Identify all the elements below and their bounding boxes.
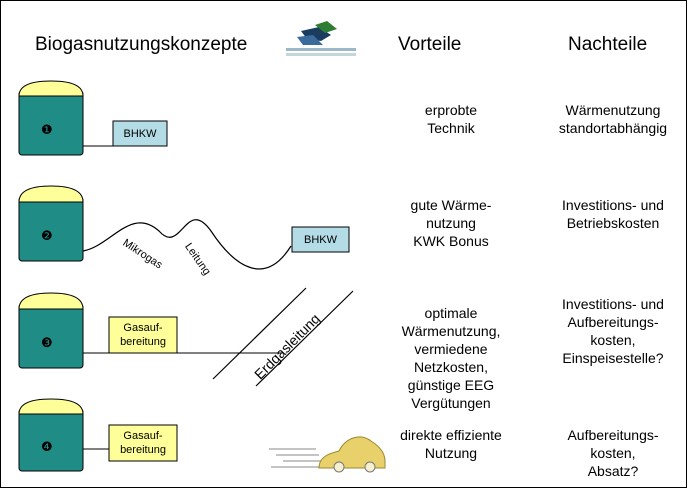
row-number-1: ❶ bbox=[41, 122, 53, 137]
tank-3 bbox=[18, 292, 84, 369]
logo-icon bbox=[286, 21, 356, 56]
erdgas-line-left bbox=[212, 287, 307, 380]
vorteile-cell-3: optimale Wärmenutzung, vermiedene Netzko… bbox=[401, 305, 501, 411]
column-header-vorteile: Vorteile bbox=[398, 34, 462, 55]
nachteile-cell-1: Wärmenutzung standortabhängig bbox=[558, 102, 668, 136]
speed-lines bbox=[269, 448, 323, 468]
gasaufbereitung-label-3: Gasauf- bereitung bbox=[120, 322, 166, 348]
tank-2 bbox=[18, 185, 84, 262]
nachteile-cell-2: Investitions- und Betriebskosten bbox=[562, 197, 664, 231]
car-icon bbox=[318, 436, 386, 473]
mikrogas-pipe bbox=[82, 219, 292, 270]
nachteile-cell-4: Aufbereitungs- kosten, Absatz? bbox=[567, 427, 659, 479]
tank-1 bbox=[18, 80, 84, 156]
erdgas-line-right bbox=[255, 290, 354, 387]
bhkw-box-2 bbox=[291, 226, 350, 253]
row-number-4: ❹ bbox=[41, 439, 53, 454]
bhkw-box-1 bbox=[112, 120, 168, 147]
vorteile-cell-1: erprobte Technik bbox=[424, 102, 478, 136]
column-header-nachteile: Nachteile bbox=[568, 34, 648, 55]
vorteile-cell-2: gute Wärme- nutzung KWK Bonus bbox=[410, 197, 492, 249]
gasaufbereitung-label-4: Gasauf- bereitung bbox=[120, 430, 166, 456]
row-number-3: ❸ bbox=[41, 335, 53, 350]
bhkw-label-1: BHKW bbox=[123, 128, 157, 140]
bhkw-label-2: BHKW bbox=[304, 234, 337, 246]
gas-box-4 bbox=[108, 424, 178, 462]
page-title: Biogasnutzungskonzepte bbox=[35, 34, 248, 55]
nachteile-cell-3: Investitions- und Aufbereitungs- kosten,… bbox=[562, 296, 664, 366]
vorteile-cell-4: direkte effiziente Nutzung bbox=[400, 427, 502, 461]
gas-box-3 bbox=[108, 316, 178, 354]
tank-4 bbox=[18, 398, 84, 472]
row-number-2: ❷ bbox=[41, 228, 53, 243]
